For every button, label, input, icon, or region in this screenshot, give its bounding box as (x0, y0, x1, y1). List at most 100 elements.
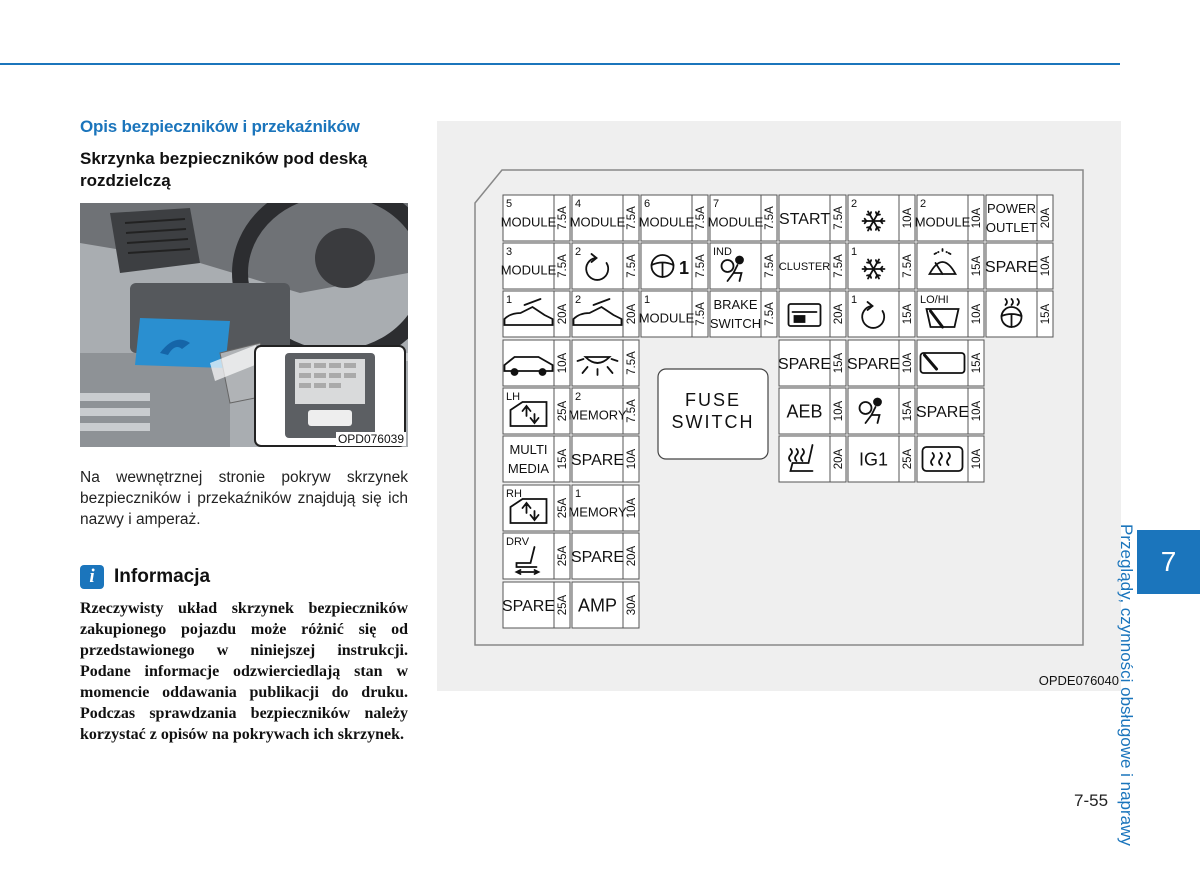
fuse-amperage: 7.5A (626, 254, 638, 278)
fuse-number: 2 (575, 294, 581, 306)
fuse-label: MODULE (708, 215, 764, 230)
fuse-amperage: 7.5A (902, 254, 914, 278)
fuse-r3c6[interactable]: 15A (917, 340, 984, 386)
section-subtitle: Skrzynka bezpieczników pod deską rozdzie… (80, 148, 400, 192)
fuse-number: 1 (851, 294, 857, 306)
body-paragraph: Na wewnętrznej stronie pokryw skrzynek b… (80, 467, 408, 530)
fuse-r2c4[interactable]: 20A (779, 291, 846, 337)
fuse-switch[interactable]: FUSE SWITCH (658, 369, 768, 459)
fuse-number: LH (506, 391, 520, 403)
fuse-r4c0[interactable]: 25A LH (503, 388, 570, 434)
fuse-r3c0[interactable]: 10A (503, 340, 570, 386)
fuse-r3c1[interactable]: 7.5A (572, 340, 639, 386)
fuse-label: MODULE (501, 263, 557, 278)
fuse-r1c2[interactable]: 7.5A1 (641, 243, 708, 289)
fuse-amperage: 10A (1040, 255, 1052, 276)
fuse-amperage: 25A (902, 448, 914, 469)
fuse-amperage: 7.5A (695, 302, 707, 326)
fuse-number: 2 (920, 198, 926, 210)
photo-code: OPD076039 (336, 432, 406, 446)
fuse-r1c1[interactable]: 7.5A2 (572, 243, 639, 289)
fuse-r0c7[interactable]: 20A POWER OUTLET (986, 195, 1053, 241)
fuse-r2c1[interactable]: 20A 2 (572, 291, 639, 337)
fuse-label: SPARE (985, 259, 1038, 276)
fuse-amperage: 20A (626, 545, 638, 566)
chapter-tab: 7 (1137, 530, 1200, 594)
fuse-amperage: 7.5A (626, 399, 638, 423)
fuse-amperage: 15A (833, 352, 845, 373)
fuse-r4c5[interactable]: 15A (848, 388, 915, 434)
fuse-box-location-photo: OPD076039 (80, 203, 408, 447)
fuse-amperage: 25A (557, 545, 569, 566)
fuse-r1c5[interactable]: 7.5A1 (848, 243, 915, 289)
fuse-label: POWER (987, 201, 1036, 216)
fuse-label: SPARE (847, 356, 900, 373)
fuse-label: CLUSTER (779, 261, 830, 273)
fuse-label: AMP (578, 595, 617, 615)
fuse-label: MODULE (570, 215, 626, 230)
fuse-amperage: 15A (1040, 303, 1052, 324)
fuse-r1c6[interactable]: 15A (917, 243, 984, 289)
fuse-amperage: 7.5A (626, 206, 638, 230)
fuse-r5c6[interactable]: 10A (917, 436, 984, 482)
info-header: i Informacja (80, 565, 210, 589)
fuse-amperage: 10A (971, 303, 983, 324)
fuse-amperage: 7.5A (833, 206, 845, 230)
fuse-amperage: 25A (557, 400, 569, 421)
fuse-amperage: 7.5A (764, 206, 776, 230)
fuse-amperage: 10A (557, 352, 569, 373)
fuse-number: 1 (575, 488, 581, 500)
fuse-amperage: 7.5A (695, 206, 707, 230)
fuse-number: 6 (644, 198, 650, 210)
chapter-side-label: Przeglądy, czynności obsługowe i naprawy (1116, 524, 1136, 884)
fuse-amperage: 20A (833, 448, 845, 469)
fuse-number: 1 (644, 294, 650, 306)
info-text: Rzeczywisty układ skrzynek bezpieczników… (80, 598, 408, 745)
fuse-label: OUTLET (986, 220, 1037, 235)
section-title: Opis bezpieczników i przekaźników (80, 117, 360, 137)
fuse-r5c4[interactable]: 20A (779, 436, 846, 482)
fuse-label: SPARE (502, 598, 555, 615)
fuse-r2c7[interactable]: 15A (986, 291, 1053, 337)
dashboard-illustration (80, 203, 408, 447)
fuse-number: 7 (713, 198, 719, 210)
fuse-amperage: 10A (833, 400, 845, 421)
fuse-number: RH (506, 488, 522, 500)
fuse-amperage: 20A (626, 303, 638, 324)
fuse-amperage: 7.5A (764, 302, 776, 326)
fuse-amperage: 20A (1040, 207, 1052, 228)
fuse-number: 5 (506, 198, 512, 210)
fuse-switch-line-1: FUSE (685, 390, 741, 410)
